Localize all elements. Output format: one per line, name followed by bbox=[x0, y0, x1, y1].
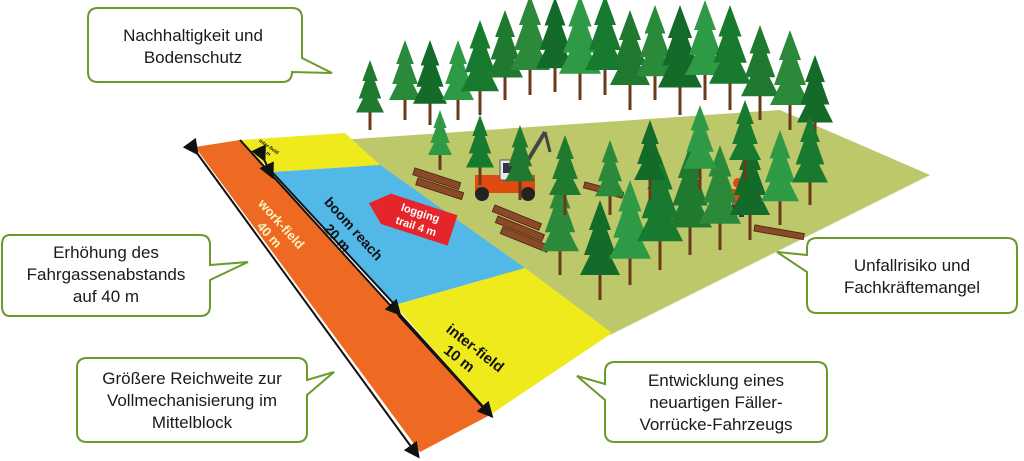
tree-trunk bbox=[518, 173, 522, 200]
tree-crown bbox=[685, 0, 725, 75]
tree-trunk bbox=[648, 172, 652, 200]
tree-crown bbox=[761, 130, 799, 202]
svg-text:neuartigen Fäller-: neuartigen Fäller- bbox=[649, 393, 782, 412]
tree-crown bbox=[770, 30, 810, 105]
tree-crown bbox=[559, 0, 601, 74]
tree-trunk bbox=[743, 152, 747, 180]
tree-crown bbox=[730, 140, 770, 215]
tree-trunk bbox=[718, 213, 722, 250]
tree-trunk bbox=[503, 68, 507, 100]
tree-trunk bbox=[403, 92, 407, 120]
tree-trunk bbox=[438, 149, 442, 170]
logging-trail-arrow: logging trail 4 m bbox=[368, 193, 458, 246]
svg-text:Entwicklung eines: Entwicklung eines bbox=[648, 371, 784, 390]
svg-text:Größere Reichweite zur: Größere Reichweite zur bbox=[102, 369, 282, 388]
tree-trunk bbox=[678, 76, 682, 115]
tree-trunk bbox=[528, 60, 532, 95]
forest-trees bbox=[356, 0, 833, 300]
tree-crown bbox=[389, 40, 421, 100]
tree-trunk bbox=[608, 188, 612, 215]
tree-crown bbox=[549, 135, 581, 195]
tree-crown bbox=[683, 105, 717, 169]
tree-trunk bbox=[788, 95, 792, 130]
tree-trunk bbox=[703, 65, 707, 100]
tree-trunk bbox=[653, 66, 657, 100]
tree-trunk bbox=[728, 73, 732, 110]
tree-trunk bbox=[758, 86, 762, 120]
tree-crown bbox=[668, 145, 712, 228]
tree-trunk bbox=[456, 92, 460, 120]
svg-text:10 m: 10 m bbox=[259, 146, 272, 158]
svg-text:Mittelblock: Mittelblock bbox=[152, 413, 233, 432]
tree-trunk bbox=[368, 105, 372, 130]
svg-text:Nachhaltigkeit und: Nachhaltigkeit und bbox=[123, 26, 263, 45]
tree-crown bbox=[487, 10, 523, 78]
tree-crown bbox=[505, 125, 535, 182]
tree-crown bbox=[356, 60, 384, 113]
tree-trunk bbox=[578, 63, 582, 100]
callout-spacing: Erhöhung des Fahrgassenabstands auf 40 m bbox=[1, 234, 249, 317]
tree-trunk bbox=[563, 187, 567, 215]
tree-trunk bbox=[603, 60, 607, 95]
tree-crown bbox=[729, 100, 761, 160]
svg-text:auf 40 m: auf 40 m bbox=[73, 287, 139, 306]
tree-crown bbox=[580, 200, 620, 275]
svg-text:Bodenschutz: Bodenschutz bbox=[144, 48, 242, 67]
tree-trunk bbox=[778, 191, 782, 225]
tree-trunk bbox=[558, 241, 562, 275]
callout-accident: Unfallrisiko und Fachkräftemangel bbox=[776, 237, 1018, 314]
tree-crown bbox=[792, 115, 828, 183]
svg-text:Erhöhung des: Erhöhung des bbox=[53, 243, 159, 262]
tree-crown bbox=[510, 0, 550, 70]
tree-crown bbox=[636, 5, 674, 77]
tree-trunk bbox=[698, 160, 702, 190]
tree-trunk bbox=[478, 81, 482, 115]
tree-trunk bbox=[428, 95, 432, 125]
tree-trunk bbox=[748, 205, 752, 240]
callout-reach: Größere Reichweite zur Vollmechanisierun… bbox=[76, 357, 335, 443]
tree-crown bbox=[595, 140, 625, 197]
svg-text:Fachkräftemangel: Fachkräftemangel bbox=[844, 278, 980, 297]
tree-crown bbox=[610, 10, 650, 85]
tree-crown bbox=[699, 145, 741, 224]
tree-crown bbox=[637, 155, 683, 242]
tree-trunk bbox=[688, 216, 692, 255]
svg-text:Vollmechanisierung im: Vollmechanisierung im bbox=[107, 391, 277, 410]
tree-trunk bbox=[628, 75, 632, 110]
tree-crown bbox=[466, 115, 494, 168]
tree-crown bbox=[797, 55, 833, 123]
callout-sustainability: Nachhaltigkeit und Bodenschutz bbox=[87, 7, 333, 83]
tree-crown bbox=[585, 0, 625, 70]
svg-text:Unfallrisiko und: Unfallrisiko und bbox=[854, 256, 970, 275]
tree-trunk bbox=[553, 58, 557, 92]
tree-trunk bbox=[628, 248, 632, 285]
tree-trunk bbox=[658, 229, 662, 270]
tree-trunk bbox=[478, 160, 482, 185]
tree-trunk bbox=[808, 173, 812, 205]
svg-text:Fahrgassenabstands: Fahrgassenabstands bbox=[27, 265, 186, 284]
tree-crown bbox=[634, 120, 666, 180]
tree-crown bbox=[741, 25, 779, 97]
svg-text:Vorrücke-Fahrzeugs: Vorrücke-Fahrzeugs bbox=[639, 415, 792, 434]
tree-crown bbox=[709, 5, 751, 84]
dimension-lines bbox=[182, 137, 494, 459]
tree-crown bbox=[428, 110, 452, 155]
tree-crown bbox=[413, 40, 447, 104]
tree-crown bbox=[541, 180, 579, 252]
callout-vehicle: Entwicklung eines neuartigen Fäller- Vor… bbox=[576, 361, 828, 443]
tree-trunk bbox=[598, 265, 602, 300]
